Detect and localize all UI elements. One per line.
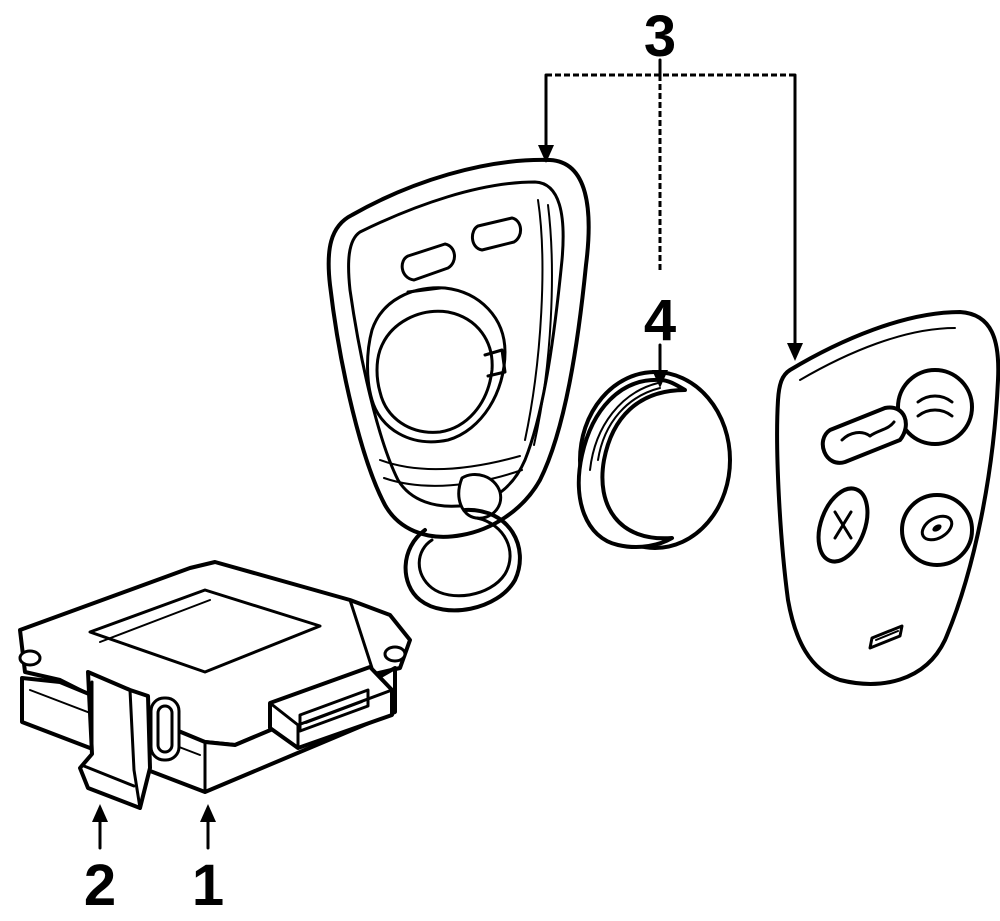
item-3-left-arrowhead [538,145,554,163]
receiver-module [18,560,412,794]
remote-front-housing [326,157,591,613]
callout-3: 3 [644,4,676,69]
remote-button-pad [775,310,1000,686]
item-1-arrowhead [200,804,216,822]
item-3-right-arrowhead [787,343,803,361]
connector [268,665,394,750]
item-2-arrowhead [92,804,108,822]
callout-1: 1 [192,853,224,918]
coin-battery [576,370,732,550]
callout-leaders [92,58,803,850]
callout-4: 4 [644,288,676,353]
item-4-arrowhead [652,370,668,388]
callout-2: 2 [84,853,116,918]
mounting-bracket [78,670,152,810]
